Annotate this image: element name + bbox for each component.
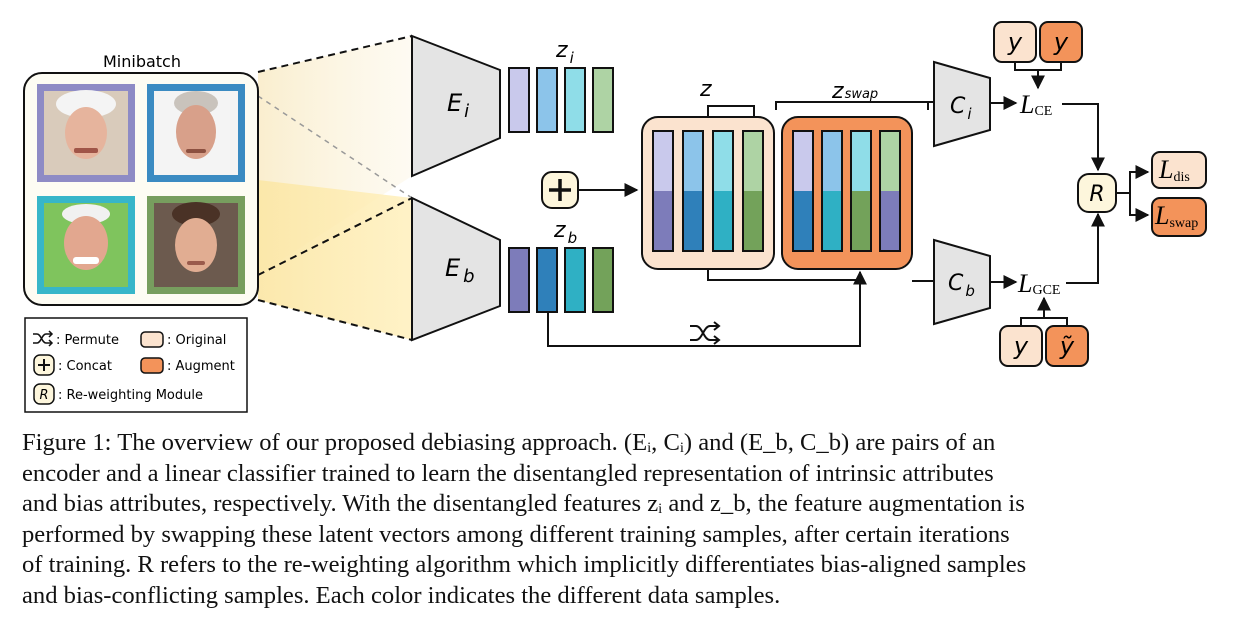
face-image-4 <box>147 196 245 294</box>
z-bracket <box>707 105 755 118</box>
caption-line-1: Figure 1: The overview of our proposed d… <box>22 429 996 456</box>
figure-caption: Figure 1: The overview of our proposed d… <box>22 428 1242 611</box>
zswap-bracket <box>775 101 929 110</box>
projection-line <box>257 299 413 341</box>
feature-vector-zb <box>508 247 614 313</box>
loss-dis: Ldis <box>1158 155 1190 185</box>
legend-reweight-label: : Re-weighting Module <box>58 388 203 403</box>
r-to-ldis-arrow <box>1116 165 1150 194</box>
permute-icon <box>690 321 721 345</box>
legend-permute-icon <box>33 330 54 347</box>
caption-line-3: and bias attributes, respectively. With … <box>22 490 1025 517</box>
loss-ce: LCE <box>1019 90 1052 119</box>
encoder-b <box>411 196 501 342</box>
lgce-to-r-line <box>1066 212 1105 284</box>
legend-box <box>24 317 248 413</box>
feature-vector-zi <box>508 67 614 133</box>
legend-augment-label: : Augment <box>167 359 235 374</box>
z-label: z <box>699 77 712 102</box>
r-to-lswap-arrow <box>1129 193 1150 222</box>
legend-original-label: : Original <box>167 333 226 348</box>
classifier-cb <box>933 238 991 326</box>
bottom-bracket <box>707 269 860 281</box>
caption-line-4: performed by swapping these latent vecto… <box>22 520 1010 548</box>
label-y-tilde-augment-bottom-text: ỹ <box>1059 332 1075 360</box>
top-labels-merge <box>1014 62 1062 88</box>
loss-dis-box <box>1151 151 1207 189</box>
encoder-i <box>411 34 501 178</box>
legend-concat-label: : Concat <box>58 359 112 374</box>
loss-swap: Lswap <box>1154 201 1198 231</box>
classifier-ci <box>933 60 991 148</box>
permute-path <box>547 270 867 347</box>
face-image-2 <box>147 84 245 182</box>
lce-to-r-line <box>1062 103 1105 172</box>
original-feature-columns <box>652 130 764 252</box>
label-y-original-bottom-text: y <box>1013 332 1029 360</box>
loss-swap-box <box>1151 197 1207 237</box>
label-y-augment-top-text: y <box>1053 28 1069 56</box>
projection-line <box>257 95 413 199</box>
zswap-label: zswap <box>831 79 878 104</box>
projection-line <box>257 35 413 73</box>
projection-beam-bottom <box>258 180 412 340</box>
svg-text:R: R <box>39 388 48 403</box>
augment-feature-columns <box>792 130 901 252</box>
minibatch-title: Minibatch <box>103 52 181 71</box>
caption-line-2: encoder and a linear classifier trained … <box>22 459 994 487</box>
legend-reweight-icon: R <box>33 383 55 405</box>
loss-gce: LGCE <box>1017 269 1060 298</box>
concat-icon <box>541 171 579 209</box>
reweight-module-label: R <box>1089 182 1104 207</box>
face-image-3 <box>37 196 135 294</box>
label-y-original-top-text: y <box>1007 28 1023 56</box>
legend-original-swatch <box>140 331 164 348</box>
legend-permute-label: : Permute <box>56 333 119 348</box>
legend-concat-icon <box>33 354 55 376</box>
caption-line-5: of training. R refers to the re-weightin… <box>22 551 1027 578</box>
caption-line-6: and bias-conflicting samples. Each color… <box>22 581 781 609</box>
face-image-1 <box>37 84 135 182</box>
legend-augment-swatch <box>140 357 164 374</box>
bottom-labels-merge <box>1020 298 1068 326</box>
projection-line <box>257 197 413 276</box>
